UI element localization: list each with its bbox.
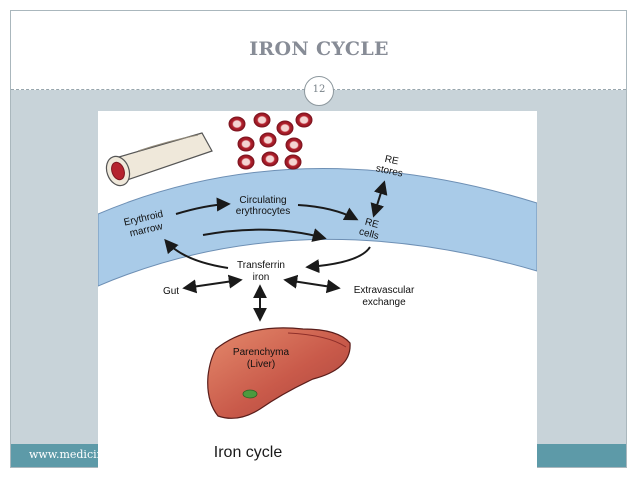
bone-icon xyxy=(105,132,213,187)
re-cells-label-line1: RE xyxy=(364,217,381,231)
arrow-re-cells-to-stores xyxy=(370,180,388,218)
arrow-marrow-to-circulating xyxy=(175,197,231,215)
extravascular-label-line2: exchange xyxy=(362,297,406,308)
transferrin-label-line2: iron xyxy=(253,272,270,283)
parenchyma-label-line1: Parenchyma xyxy=(233,347,290,358)
page-number-badge: 12 xyxy=(304,76,334,106)
re-stores-label-line1: RE xyxy=(384,154,400,168)
arrow-inner-cycle xyxy=(202,228,327,242)
circulating-label-line1: Circulating xyxy=(239,195,286,206)
arrow-transferrin-extravascular xyxy=(283,274,341,294)
circulating-label-line2: erythrocytes xyxy=(236,206,290,217)
iron-cycle-diagram: Erythroid marrow Circulating erythrocyte… xyxy=(98,112,537,461)
gut-label: Gut xyxy=(163,286,179,297)
figure-caption: Iron cycle xyxy=(214,444,283,461)
parenchyma-label-line2: (Liver) xyxy=(247,359,275,370)
red-blood-cell-icon xyxy=(228,112,313,170)
footer-url: www.medicine xyxy=(29,448,111,461)
cycle-arrows xyxy=(164,180,388,322)
transferrin-label-line1: Transferrin xyxy=(237,260,285,271)
arrow-transferrin-to-marrow xyxy=(164,238,229,269)
arrow-re-cells-to-transferrin xyxy=(305,246,371,274)
iron-cycle-figure: Erythroid marrow Circulating erythrocyte… xyxy=(98,111,537,468)
vessel-band xyxy=(98,168,537,287)
slide-title: IRON CYCLE xyxy=(249,38,389,60)
extravascular-label-line1: Extravascular xyxy=(354,285,415,296)
liver-icon xyxy=(207,327,351,419)
arrow-gut-transferrin xyxy=(182,274,243,294)
re-cells-label-line2: cells xyxy=(358,226,380,242)
arrow-circulating-to-re-cells xyxy=(297,204,359,221)
page-number: 12 xyxy=(312,84,326,95)
